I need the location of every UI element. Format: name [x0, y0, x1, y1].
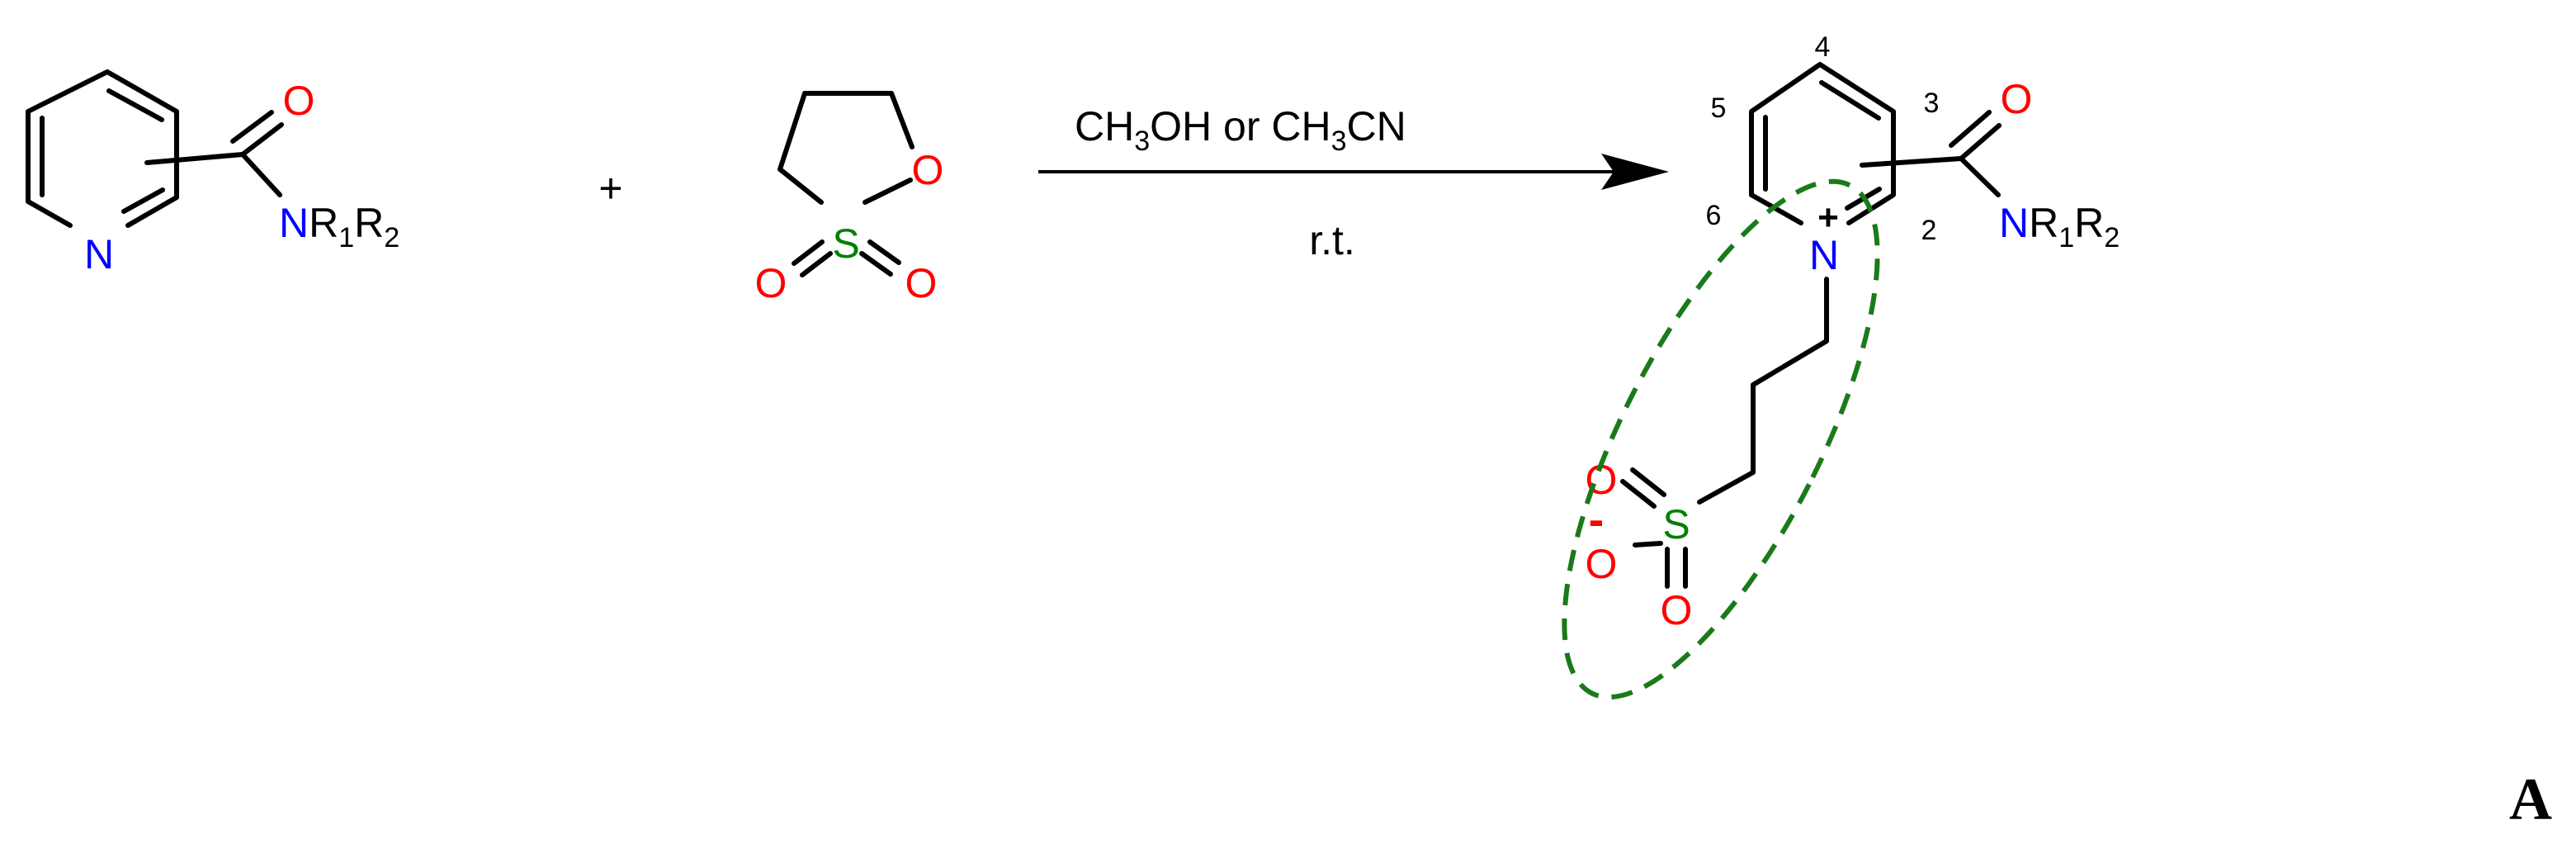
product-r2-label: R: [2074, 200, 2104, 246]
ring-position-numbers: 4 5 3 6 2: [1706, 31, 1940, 246]
r2-subscript: 2: [384, 222, 399, 254]
product-amide-group-label: NR1R2: [1999, 200, 2120, 254]
product-amide-bonds: [1860, 110, 2002, 197]
product-pyridinium-sulfonate: N + O NR1R2 S O O - O 4 5 3 6 2: [1562, 31, 2120, 700]
plus-sign: +: [598, 165, 622, 211]
amide-nitrogen: N: [279, 200, 309, 246]
ring-position-3: 3: [1924, 88, 1940, 119]
product-carbonyl-oxygen-label: O: [2001, 76, 2033, 122]
product-amide-nitrogen: N: [1999, 200, 2029, 246]
ring-nitrogen-label: N: [84, 231, 114, 277]
product-ring-nitrogen-label: N: [1809, 232, 1839, 278]
propyl-chain-bonds: [1697, 277, 1829, 505]
pyridine-ring-bonds: [26, 69, 179, 228]
sultone-oxygen-left-label: O: [755, 260, 787, 306]
ring-position-6: 6: [1706, 200, 1722, 231]
sulfonyl-double-bonds: [792, 239, 901, 277]
reaction-solvent-conditions: CH3OH or CH3CN: [1075, 103, 1406, 157]
reactant-propane-sultone: O S O O: [755, 91, 944, 306]
sultone-ring-oxygen-label: O: [912, 147, 944, 193]
sulfonate-oxygen-anion-label: O: [1586, 541, 1618, 587]
amide-group-label: NR1R2: [279, 200, 399, 254]
reaction-temperature-condition: r.t.: [1309, 217, 1355, 263]
reactant-pyridine-carboxamide: N O NR1R2: [26, 69, 399, 277]
arrow-head: [1601, 154, 1669, 190]
ring-position-2: 2: [1921, 215, 1937, 246]
product-r2-subscript: 2: [2104, 222, 2120, 254]
sulfonate-negative-charge: -: [1589, 493, 1605, 545]
reaction-arrow: [1038, 154, 1669, 190]
product-r1-label: R: [2029, 200, 2058, 246]
ring-position-5: 5: [1711, 92, 1727, 124]
product-r1-subscript: 1: [2058, 222, 2074, 254]
sulfonate-oxygen-bottom-label: O: [1661, 587, 1693, 633]
r1-subscript: 1: [338, 222, 354, 254]
sultone-oxygen-right-label: O: [905, 260, 938, 306]
sulfonate-sulfur-label: S: [1662, 501, 1690, 547]
carbonyl-oxygen-label: O: [283, 78, 315, 124]
pyridinium-charge: +: [1817, 197, 1839, 238]
r2-label: R: [354, 200, 384, 246]
sultone-ring-bonds: [778, 91, 915, 205]
panel-label: A: [2509, 766, 2552, 832]
ring-position-4: 4: [1815, 31, 1831, 63]
sultone-sulfur-label: S: [832, 220, 859, 267]
amide-bonds: [144, 110, 284, 197]
sulfonate-bonds: [1620, 467, 1688, 589]
r1-label: R: [309, 200, 338, 246]
